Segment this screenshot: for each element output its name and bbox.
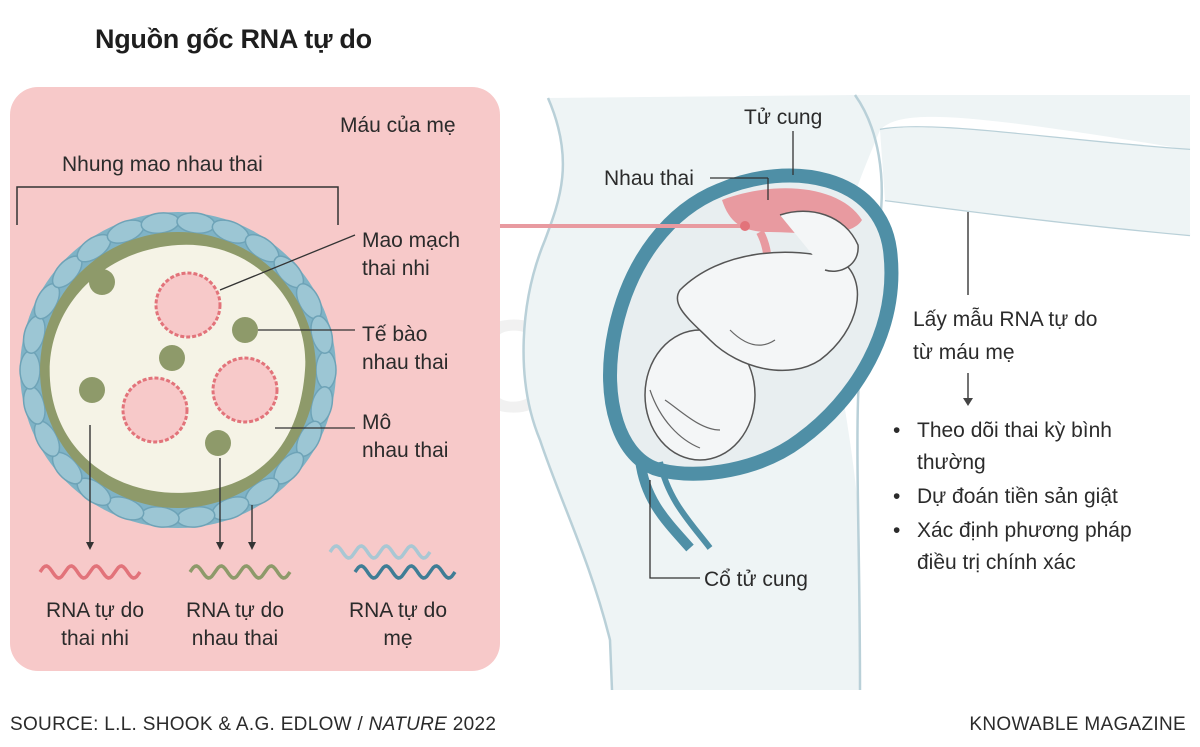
placental-rna-arrowhead <box>216 542 224 550</box>
list-item-line: Dự đoán tiền sản giật <box>917 485 1118 508</box>
fetal-capillary <box>211 356 279 424</box>
bullet-icon: • <box>893 519 901 542</box>
arm-fill <box>880 127 1190 235</box>
placental-tissue-label-line: Mô <box>362 411 392 434</box>
villi-bracket <box>16 186 339 225</box>
placental-tissue-label-line: nhau thai <box>362 439 449 462</box>
rna-maternal-wave-dark <box>353 564 457 580</box>
cervix-label: Cổ tử cung <box>704 568 808 591</box>
placental-tissue-label: Mô nhau thai <box>362 409 448 465</box>
connector-dot <box>740 221 750 231</box>
list-item-line: Xác định phương pháp <box>917 519 1132 542</box>
rna-placental-label-line: RNA tự do <box>185 599 285 622</box>
fetal-rna-arrowhead <box>86 542 94 550</box>
bullet-icon: • <box>893 485 901 508</box>
trophoblast-cells <box>19 212 337 528</box>
list-item-line: điều trị chính xác <box>917 551 1076 574</box>
list-item-line: Theo dõi thai kỳ bình <box>917 419 1112 442</box>
cervix-leader <box>649 480 700 579</box>
villus-cross-section <box>19 212 337 528</box>
list-item: • Theo dõi thai kỳ bình thường <box>893 415 1193 479</box>
placental-cell-label-line: nhau thai <box>362 351 449 374</box>
fetus-body <box>676 251 859 372</box>
rna-maternal-label-line: mẹ <box>383 627 413 650</box>
rna-maternal-label: RNA tự do mẹ <box>323 597 473 653</box>
maternal-blood-label: Máu của mẹ <box>340 114 456 137</box>
belly-outline <box>522 97 614 691</box>
fetus-leg <box>779 210 859 272</box>
publisher-credit: KNOWABLE MAGAZINE <box>969 714 1186 735</box>
fetal-capillary-label-line: thai nhi <box>362 257 430 280</box>
source-prefix: SOURCE: L.L. SHOOK & A.G. EDLOW / <box>10 714 369 735</box>
fetus-detail <box>649 329 776 449</box>
rna-fetal-label-line: RNA tự do <box>45 599 145 622</box>
rna-fetal-label-line: thai nhi <box>61 627 129 650</box>
capillary-leader <box>219 234 356 291</box>
trophoblast-cell <box>310 315 334 354</box>
cervix-canal <box>635 459 694 552</box>
rna-maternal-label-line: RNA tự do <box>348 599 448 622</box>
placental-rna-arrowhead-2 <box>248 542 256 550</box>
placental-cell <box>205 430 231 456</box>
rna-fetal-wave <box>38 564 142 580</box>
rna-placental-label-line: nhau thai <box>191 627 279 650</box>
uterus-shape <box>603 168 899 552</box>
placental-cell-label-line: Tế bào <box>362 323 428 346</box>
placental-cell-label: Tế bào nhau thai <box>362 321 448 377</box>
placental-cell <box>232 317 258 343</box>
page-title: Nguồn gốc RNA tự do <box>95 24 372 54</box>
placental-cell <box>79 377 105 403</box>
source-journal: NATURE <box>368 714 448 735</box>
fetal-capillary <box>154 271 222 339</box>
list-item: • Xác định phương pháp điều trị chính xá… <box>893 515 1193 579</box>
cervix-canal-2 <box>657 461 713 550</box>
source-credit: SOURCE: L.L. SHOOK & A.G. EDLOW / NATURE… <box>10 714 496 736</box>
source-year: 2022 <box>447 714 497 735</box>
rna-fetal-label: RNA tự do thai nhi <box>20 597 170 653</box>
fetal-capillary-label-line: Mao mạch <box>362 229 461 252</box>
placental-cell <box>159 345 185 371</box>
applications-list: • Theo dõi thai kỳ bình thường • Dự đoán… <box>893 415 1193 581</box>
trophoblast-cell <box>19 350 41 390</box>
sampling-label-line: từ máu mẹ <box>913 341 1015 364</box>
sampling-label: Lấy mẫu RNA tự do từ máu mẹ <box>913 303 1097 369</box>
villi-label: Nhung mao nhau thai <box>62 153 263 176</box>
placenta-label: Nhau thai <box>604 167 694 190</box>
back-outline <box>853 94 883 691</box>
placental-cell <box>89 269 115 295</box>
fetal-capillary-label: Mao mạch thai nhi <box>362 227 460 283</box>
rna-placental-wave <box>188 564 292 580</box>
list-item: • Dự đoán tiền sản giật <box>893 481 1193 513</box>
sampling-label-line: Lấy mẫu RNA tự do <box>913 308 1098 331</box>
fetal-capillary <box>121 376 189 444</box>
sampling-arrowhead <box>963 398 973 406</box>
uterus-label: Tử cung <box>744 106 823 129</box>
bullet-icon: • <box>893 419 901 442</box>
rna-placental-label: RNA tự do nhau thai <box>160 597 310 653</box>
list-item-line: thường <box>917 451 986 474</box>
rna-maternal-wave-light <box>328 544 432 560</box>
trophoblast-cell <box>315 350 337 390</box>
